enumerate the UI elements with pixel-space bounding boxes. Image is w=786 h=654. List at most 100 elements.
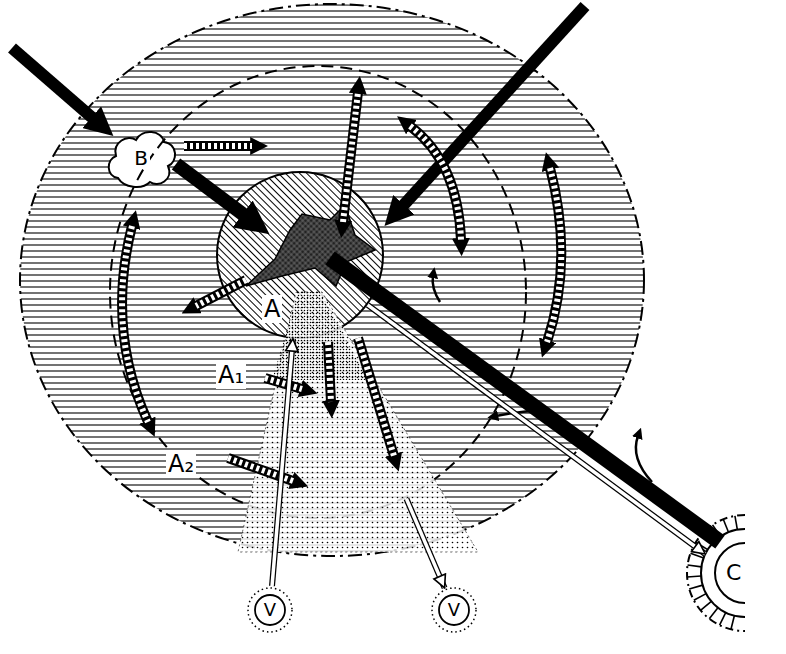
city-hatch [689,585,702,589]
inflow-arrows [12,6,720,542]
zone-label: B [132,147,150,169]
drawn-part [433,276,440,302]
drawn-part [265,378,302,389]
drawn-part [343,92,358,222]
drawn-part [12,48,96,121]
flow-connector [368,305,706,554]
city-symbol: C [680,510,780,636]
drawn-part [228,458,293,481]
village-circle: V [246,586,294,634]
drawn-part [547,168,561,342]
connector-line [368,305,706,554]
zone-label: C [724,560,743,585]
text-slot: A [262,296,282,322]
drawn-part [238,292,478,552]
drawn-part [496,410,540,416]
drawn-part [330,258,720,542]
outer-zone: A₂ B A₁ A [18,2,646,558]
drawn-part [410,126,461,240]
drawn-part [184,146,252,147]
city-hatch [687,575,701,578]
village-halo [432,588,476,632]
zone-outline [20,4,644,556]
drawn-part [196,280,246,306]
city-hatch [694,594,706,601]
drawn-part [328,342,331,402]
city-arc [701,529,745,617]
text-slot: A₁ [216,362,246,388]
drawn-part [636,436,652,482]
city-hatch [709,608,718,619]
drawn-part [122,226,148,422]
drawn-part [358,338,394,456]
city-hatch [690,553,703,558]
drawn-part [343,92,358,222]
drawn-part [265,378,302,389]
circle-outline [217,172,383,338]
village-circle: V [430,586,478,634]
connector-outline [368,305,706,554]
drawn-part [184,141,252,151]
connector-line [406,499,444,588]
core-circle: A [216,171,384,339]
zone-label: A₂ [166,450,196,478]
drawn-part [196,280,246,306]
village-outline [255,595,285,625]
drawn-part [184,143,252,149]
city-hatch [701,601,712,610]
striped-flow-arrows [122,92,561,481]
drawn-part [228,458,293,481]
connector-line [272,339,293,586]
drawn-part [343,92,358,222]
drawn-part [328,342,331,402]
drawn-part [265,378,302,389]
core-circle-shape [216,171,384,339]
city-hatch [735,516,737,530]
text-slot: V [430,586,478,634]
drawn-part [272,292,368,380]
village-outline [439,595,469,625]
thin-flow-arrows [433,276,652,482]
flow-connector [272,339,293,586]
drawn-part [196,280,246,306]
city-arc [687,515,745,631]
text-slot: V [246,586,294,634]
drawn-part [328,342,331,402]
city-hatch [696,542,708,549]
core-star [246,205,375,286]
drawn-part [238,292,478,552]
city-hatch [688,565,702,567]
drawn-part [400,6,585,209]
zone-outline [110,66,526,518]
drawn-part [176,164,248,218]
zone-label: V [446,600,462,620]
text-slot: C [724,561,743,585]
village-halo [248,588,292,632]
stippled-sector [238,292,478,552]
drawn-part [122,226,148,422]
drawn-part [228,458,293,481]
city-arc [715,543,745,603]
drawn-part [410,126,461,240]
text-slot: A₂ [166,451,196,477]
city-hatch [703,533,713,543]
zone-label: A [262,295,282,323]
text-slot: B [104,126,178,190]
connector-outline [272,339,293,586]
drawn-part [122,226,148,422]
city-hatch [723,519,728,532]
city-hatch [713,525,721,537]
drawn-part [358,338,394,456]
drawn-part [547,168,561,342]
flow-connector [406,499,444,588]
circle-ground [217,172,383,338]
drawn-part [547,168,561,342]
connector-outline [406,499,444,588]
city-hatch [731,616,734,630]
zone-label: V [262,600,278,620]
zone-label: A₁ [216,361,246,389]
